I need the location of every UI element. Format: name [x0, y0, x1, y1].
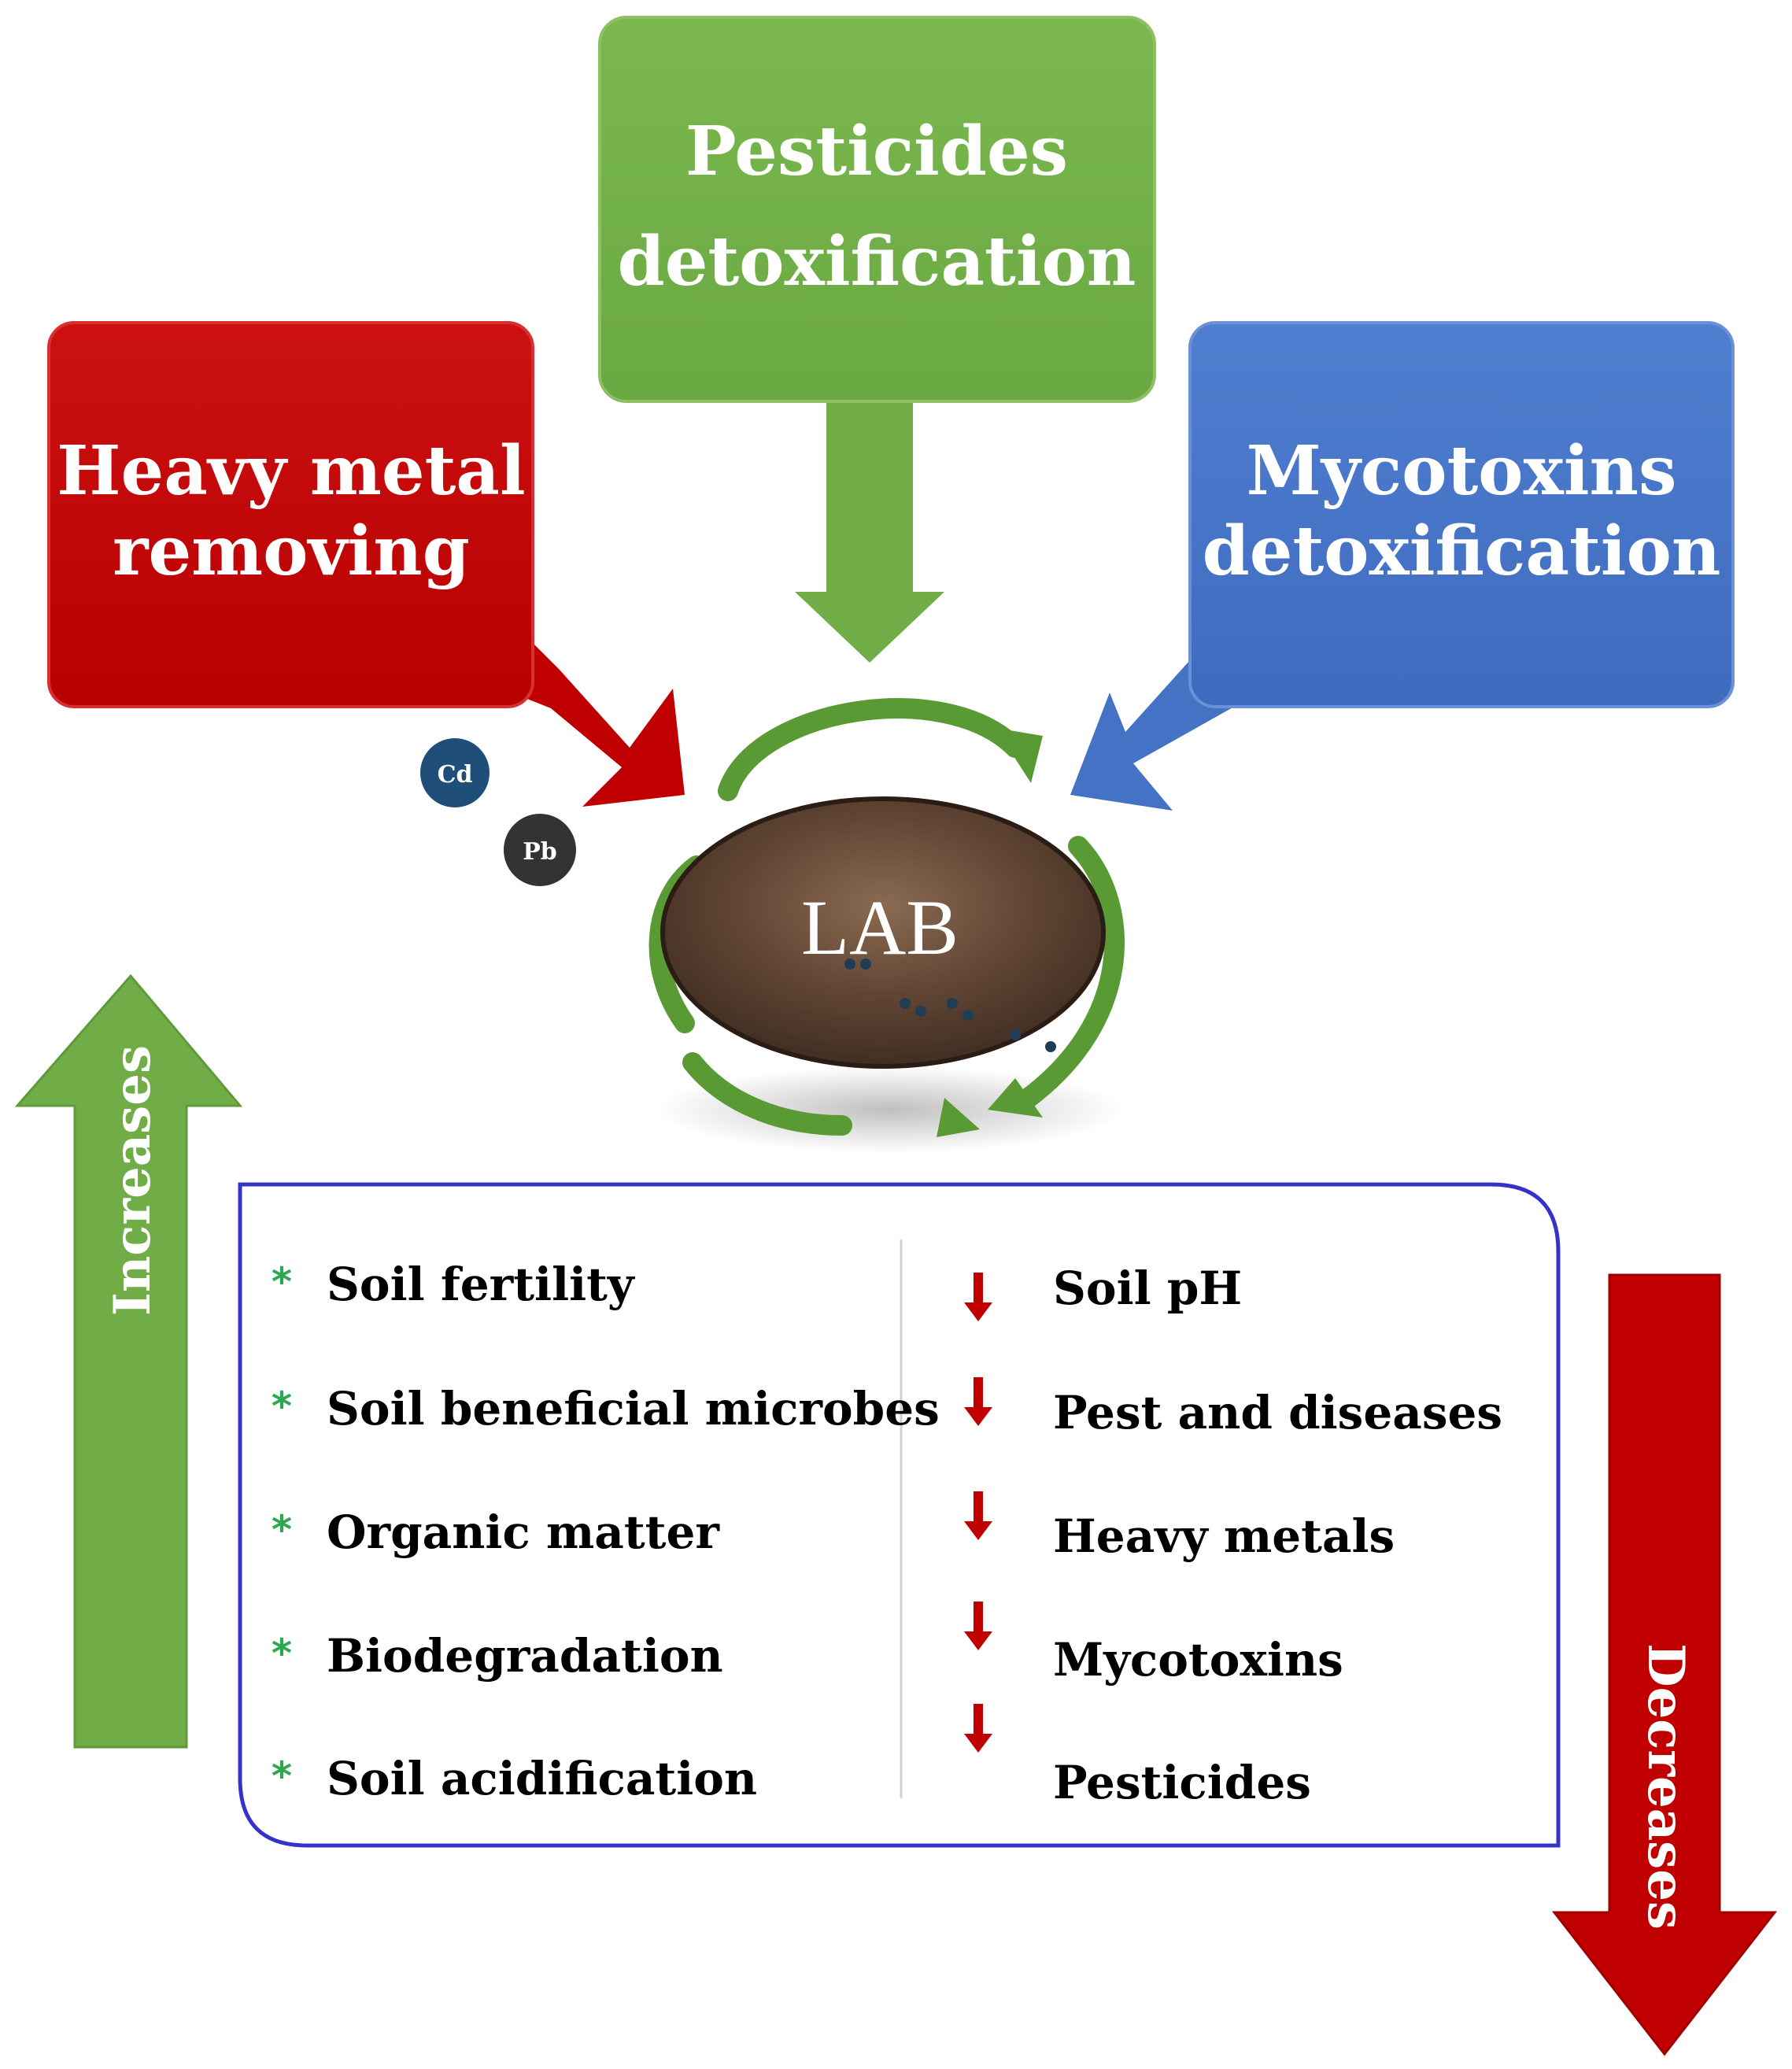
pesticides-box: [598, 16, 1156, 403]
pb-ion: Pb: [504, 814, 576, 886]
decreases-item: Heavy metals: [964, 1491, 1395, 1563]
increases-item-label: Soil acidification: [327, 1752, 757, 1805]
pb-ion-label: Pb: [523, 838, 557, 866]
cycle-arrow-bottom: [682, 1052, 852, 1136]
cycle-arrowhead-bottom: [937, 1098, 980, 1137]
cycle-arrowhead-top: [996, 728, 1043, 783]
lab-label: LAB: [801, 884, 959, 971]
down-arrow-icon: [964, 1704, 992, 1753]
mycotoxins-box: [1188, 321, 1735, 708]
asterisk-icon: *: [272, 1631, 292, 1676]
increases-item-label: Soil fertility: [327, 1258, 636, 1311]
cycle-arrowhead-right: [988, 1078, 1043, 1118]
heavy-metal-box: [47, 321, 534, 708]
decreases-arrow-shape: [1551, 1273, 1778, 2056]
mycotoxins-title-line1: Mycotoxins: [1247, 431, 1677, 511]
down-arrow-icon: [964, 1491, 992, 1540]
decreases-item-label: Soil pH: [1053, 1262, 1242, 1315]
decreases-item: Soil pH: [964, 1262, 1242, 1321]
decreases-item: Mycotoxins: [964, 1602, 1343, 1687]
cd-ion-label: Cd: [438, 761, 473, 789]
pesticides-callout: Pesticides detoxification: [598, 16, 1156, 663]
down-arrow-icon: [964, 1377, 992, 1426]
pesticides-title-line1: Pesticides: [685, 112, 1068, 191]
increases-arrow: Increases: [14, 974, 243, 1749]
lab-center: LAB: [648, 698, 1125, 1153]
microbe-dots: [844, 959, 1056, 1052]
cycle-arrow-right: [1013, 836, 1125, 1112]
decreases-item-label: Pest and diseases: [1053, 1386, 1502, 1439]
increases-label: Increases: [103, 1045, 162, 1316]
decreases-item-label: Pesticides: [1053, 1756, 1311, 1809]
pb-ion-circle: [504, 814, 576, 886]
heavy-metal-callout: Heavy metal removing: [47, 321, 685, 807]
effects-panel-border: [238, 1182, 1561, 1848]
increases-arrow-shape: [14, 974, 243, 1749]
heavy-metal-title-line2: removing: [113, 512, 470, 591]
increases-list: * Soil fertility * Soil beneficial microbes…: [272, 1258, 940, 1805]
down-arrow-icon: [964, 1273, 992, 1321]
asterisk-icon: *: [272, 1507, 292, 1553]
decreases-item-label: Mycotoxins: [1053, 1633, 1343, 1687]
down-arrow-icon: [964, 1602, 992, 1650]
mycotoxins-callout: Mycotoxins detoxification: [1070, 321, 1735, 811]
decreases-item: Pesticides: [964, 1704, 1311, 1809]
cd-ion: Cd: [420, 738, 490, 807]
decreases-item: Pest and diseases: [964, 1377, 1502, 1439]
increases-item-label: Soil beneficial microbes: [327, 1382, 940, 1435]
cd-ion-circle: [420, 738, 490, 807]
pesticides-title-line2: detoxification: [618, 222, 1136, 301]
heavy-metal-title-line1: Heavy metal: [57, 431, 525, 511]
cycle-arrow-top: [718, 698, 1025, 801]
decreases-arrow: Decreases: [1551, 1273, 1778, 2056]
increases-item: * Biodegradation: [272, 1629, 723, 1683]
increases-item: * Soil beneficial microbes: [272, 1382, 940, 1435]
asterisk-icon: *: [272, 1753, 292, 1799]
asterisk-icon: *: [272, 1384, 292, 1429]
increases-item-label: Organic matter: [327, 1506, 720, 1559]
increases-item: * Soil acidification: [272, 1752, 757, 1805]
increases-item-label: Biodegradation: [327, 1629, 723, 1683]
increases-item: * Organic matter: [272, 1506, 720, 1559]
increases-item: * Soil fertility: [272, 1258, 636, 1311]
decreases-item-label: Heavy metals: [1053, 1509, 1395, 1563]
pesticides-down-arrow: [795, 403, 944, 663]
soil-disk: [660, 796, 1106, 1069]
decreases-label: Decreases: [1636, 1643, 1695, 1930]
asterisk-icon: *: [272, 1259, 292, 1305]
effects-panel: * Soil fertility * Soil beneficial microbes…: [238, 1182, 1561, 1848]
mycotoxins-title-line2: detoxification: [1203, 512, 1721, 591]
